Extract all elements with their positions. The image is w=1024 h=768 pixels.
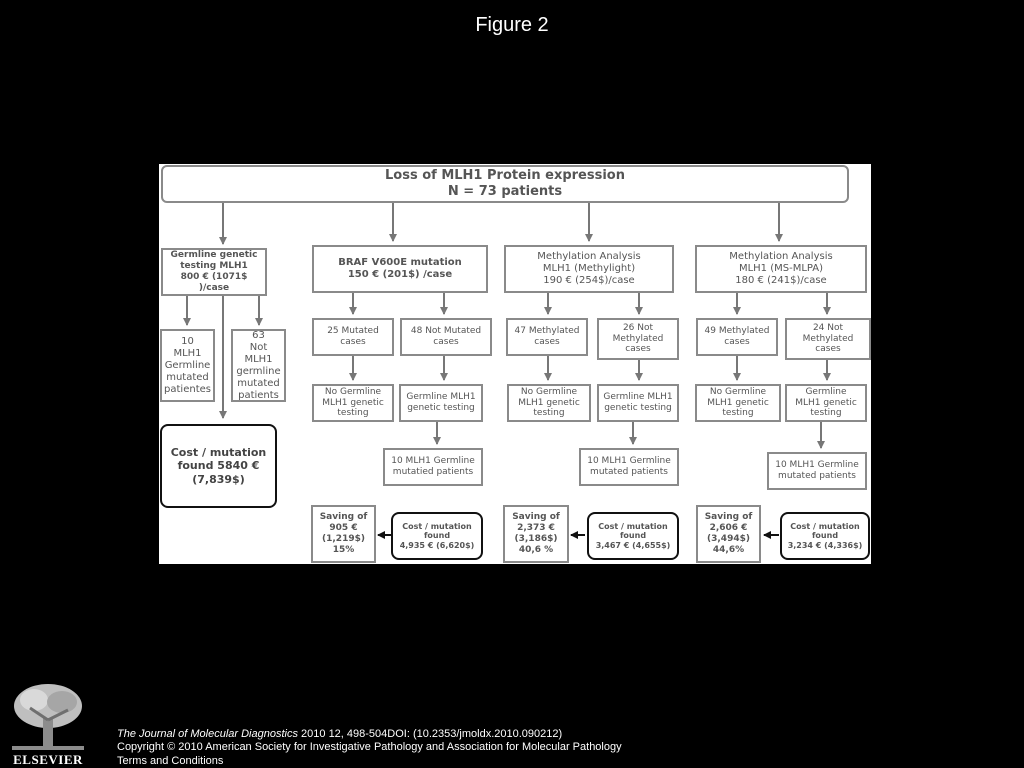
braf-mutated-box: 25 Mutated cases	[312, 318, 394, 356]
journal-name: The Journal of Molecular Diagnostics	[117, 728, 298, 740]
germline-cost-box: Cost / mutation found 5840 € (7,839$)	[160, 424, 277, 508]
germline-not-mutated-box: 63 Not MLH1 germline mutated patients	[231, 329, 286, 402]
mslpa-found-box: 10 MLH1 Germline mutated patients	[767, 452, 867, 490]
methylight-not-methylated-box: 26 Not Methylated cases	[597, 318, 679, 360]
braf-testing-box: Germline MLH1 genetic testing	[399, 384, 483, 422]
mslpa-methylated-box: 49 Methylated cases	[696, 318, 778, 356]
loss-of-mlh1-box: Loss of MLH1 Protein expression N = 73 p…	[161, 165, 849, 203]
germline-testing-box: Germline genetic testing MLH1 800 € (107…	[161, 248, 267, 296]
mslpa-box: Methylation Analysis MLH1 (MS-MLPA) 180 …	[695, 245, 867, 293]
braf-not-mutated-box: 48 Not Mutated cases	[400, 318, 492, 356]
elsevier-logo: ELSEVIER	[8, 680, 88, 768]
mslpa-no-testing-box: No Germline MLH1 genetic testing	[695, 384, 781, 422]
connector-arrows	[183, 203, 831, 539]
braf-found-box: 10 MLH1 Germline mutatied patients	[383, 448, 483, 486]
methylight-no-testing-box: No Germline MLH1 genetic testing	[507, 384, 591, 422]
methylight-saving-box: Saving of 2,373 € (3,186$) 40,6 %	[503, 505, 569, 563]
citation-line: The Journal of Molecular Diagnostics 201…	[117, 728, 562, 740]
methylight-box: Methylation Analysis MLH1 (Methylight) 1…	[504, 245, 674, 293]
mslpa-cost-box: Cost / mutation found 3,234 € (4,336$)	[780, 512, 870, 560]
flowchart-figure: Loss of MLH1 Protein expression N = 73 p…	[159, 164, 871, 564]
elsevier-wordmark: ELSEVIER	[13, 752, 83, 767]
mslpa-testing-box: Germline MLH1 genetic testing	[785, 384, 867, 422]
mslpa-not-methylated-box: 24 Not Methylated cases	[785, 318, 871, 360]
copyright-line: Copyright © 2010 American Society for In…	[117, 741, 622, 753]
slide-title: Figure 2	[475, 14, 549, 36]
methylight-found-box: 10 MLH1 Germline mutated patients	[579, 448, 679, 486]
mslpa-saving-box: Saving of 2,606 € (3,494$) 44,6%	[696, 505, 761, 563]
braf-box: BRAF V600E mutation 150 € (201$) /case	[312, 245, 488, 293]
methylight-cost-box: Cost / mutation found 3,467 € (4,655$)	[587, 512, 679, 560]
braf-cost-box: Cost / mutation found 4,935 € (6,620$)	[391, 512, 483, 560]
methylight-methylated-box: 47 Methylated cases	[506, 318, 588, 356]
braf-no-testing-box: No Germline MLH1 genetic testing	[312, 384, 394, 422]
tree-icon	[12, 684, 84, 750]
methylight-testing-box: Germline MLH1 genetic testing	[597, 384, 679, 422]
terms-link[interactable]: Terms and Conditions	[117, 755, 224, 767]
germline-mutated-box: 10 MLH1 Germline mutated patientes	[160, 329, 215, 402]
citation-details: 2010 12, 498-504DOI: (10.2353/jmoldx.201…	[297, 728, 563, 740]
braf-saving-box: Saving of 905 € (1,219$) 15%	[311, 505, 376, 563]
